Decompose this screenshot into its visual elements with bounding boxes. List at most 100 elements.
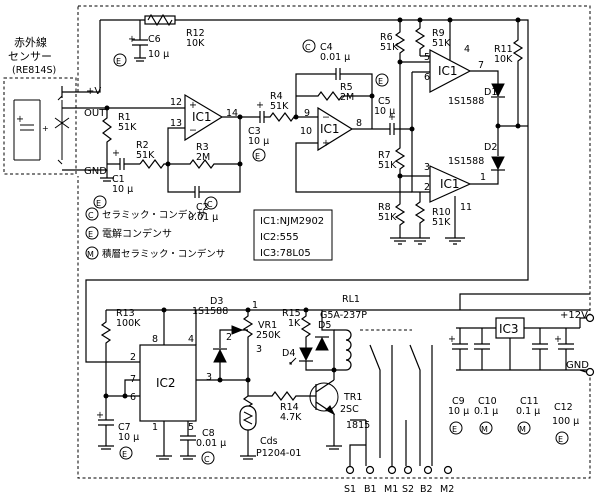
- svg-text:R13: R13: [116, 308, 135, 319]
- ic1a-opamp: [184, 93, 224, 142]
- svg-text:C7: C7: [118, 422, 131, 433]
- svg-text:9: 9: [304, 108, 310, 119]
- svg-text:1: 1: [480, 172, 486, 183]
- svg-text:0.01 μ: 0.01 μ: [320, 52, 350, 63]
- svg-text:5: 5: [188, 422, 194, 433]
- r12-ref: R12: [186, 28, 205, 39]
- svg-text:電解コンデンサ: 電解コンデンサ: [102, 227, 172, 240]
- svg-text:C10: C10: [478, 396, 497, 407]
- svg-text:5: 5: [424, 52, 430, 63]
- svg-text:+: +: [189, 100, 197, 111]
- svg-text:C8: C8: [202, 428, 215, 439]
- svg-text:E: E: [116, 57, 121, 66]
- svg-text:GND: GND: [566, 360, 589, 371]
- svg-text:E: E: [378, 77, 383, 86]
- sensor-pin-gnd: GND: [84, 166, 107, 177]
- ir-sensor: 赤外線 センサー (RE814S) + +: [3, 35, 77, 175]
- svg-text:3: 3: [206, 372, 212, 383]
- svg-text:+: +: [42, 124, 49, 133]
- svg-text:−: −: [189, 125, 197, 136]
- svg-text:4.7K: 4.7K: [280, 412, 302, 423]
- svg-text:0.1 μ: 0.1 μ: [474, 406, 498, 417]
- svg-text:51K: 51K: [432, 217, 451, 228]
- svg-text:2M: 2M: [196, 152, 210, 163]
- svg-text:+: +: [112, 148, 120, 159]
- terminal-gnd: [585, 367, 595, 377]
- svg-text:R4: R4: [270, 91, 283, 102]
- svg-text:51K: 51K: [380, 42, 399, 53]
- svg-text:C9: C9: [452, 396, 465, 407]
- svg-text:8: 8: [152, 334, 158, 345]
- svg-text:0.01 μ: 0.01 μ: [188, 212, 218, 223]
- svg-text:10 μ: 10 μ: [248, 136, 269, 147]
- svg-text:100K: 100K: [116, 318, 141, 329]
- svg-text:R6: R6: [380, 32, 393, 43]
- svg-text:C5: C5: [378, 96, 391, 107]
- svg-text:+: +: [128, 34, 136, 45]
- svg-text:C11: C11: [520, 396, 539, 407]
- svg-text:+: +: [256, 100, 264, 111]
- svg-text:250K: 250K: [256, 330, 281, 341]
- sensor-part: (RE814S): [12, 65, 56, 76]
- svg-text:12: 12: [170, 97, 182, 108]
- svg-text:IC1: IC1: [438, 64, 458, 78]
- svg-text:8: 8: [356, 118, 362, 129]
- svg-text:51K: 51K: [378, 212, 397, 223]
- svg-text:0.01 μ: 0.01 μ: [196, 438, 226, 449]
- svg-text:R11: R11: [494, 44, 513, 55]
- svg-text:VR1: VR1: [258, 320, 277, 331]
- svg-text:11: 11: [460, 202, 472, 213]
- svg-text:D2: D2: [484, 142, 497, 153]
- ic1a-label: IC1: [192, 110, 212, 124]
- svg-text:51K: 51K: [378, 160, 397, 171]
- svg-text:13: 13: [170, 118, 182, 129]
- svg-text:3: 3: [256, 344, 262, 355]
- svg-text:セラミック・コンデンサ: セラミック・コンデンサ: [102, 209, 206, 221]
- svg-text:R15: R15: [282, 308, 301, 319]
- svg-text:51K: 51K: [270, 101, 289, 112]
- svg-text:D3: D3: [210, 296, 223, 307]
- svg-text:D1: D1: [484, 87, 497, 98]
- c6-ref: C6: [148, 34, 161, 45]
- svg-text:B1: B1: [364, 484, 377, 495]
- svg-text:C: C: [204, 455, 210, 464]
- svg-text:2: 2: [130, 352, 136, 363]
- svg-text:C2: C2: [196, 202, 209, 213]
- capacitor-legend: C セラミック・コンデンサ E 電解コンデンサ M 積層セラミック・コンデンサ: [85, 207, 225, 260]
- svg-text:IC3:78L05: IC3:78L05: [260, 248, 311, 259]
- svg-text:2: 2: [424, 182, 430, 193]
- svg-text:D5: D5: [318, 320, 331, 331]
- svg-text:R10: R10: [432, 207, 451, 218]
- board-outline: [77, 5, 591, 479]
- svg-text:1: 1: [152, 422, 158, 433]
- svg-text:IC2: IC2: [156, 376, 176, 390]
- svg-text:S2: S2: [402, 484, 414, 495]
- svg-text:100 μ: 100 μ: [552, 416, 579, 427]
- svg-text:10 μ: 10 μ: [374, 106, 395, 117]
- svg-text:4: 4: [464, 44, 470, 55]
- svg-text:M: M: [519, 425, 526, 434]
- c6-val: 10 μ: [148, 49, 169, 60]
- svg-text:+: +: [554, 334, 562, 345]
- svg-text:2: 2: [226, 332, 232, 343]
- svg-text:M: M: [87, 250, 94, 259]
- svg-text:10 μ: 10 μ: [448, 406, 469, 417]
- svg-text:積層セラミック・コンデンサ: 積層セラミック・コンデンサ: [102, 248, 225, 260]
- svg-text:2M: 2M: [340, 92, 354, 103]
- svg-text:C4: C4: [320, 42, 333, 53]
- svg-text:C: C: [305, 43, 311, 52]
- svg-text:C3: C3: [248, 126, 261, 137]
- svg-text:IC2:555: IC2:555: [260, 232, 299, 243]
- svg-text:C1: C1: [112, 174, 125, 185]
- svg-text:RL1: RL1: [342, 294, 360, 305]
- relay-terminals: S1 B1 M1 S2 B2 M2: [344, 465, 454, 495]
- svg-text:+: +: [96, 410, 104, 421]
- ic1c-opamp: [429, 49, 472, 93]
- svg-text:3: 3: [424, 162, 430, 173]
- ic-list-box: IC1:NJM2902 IC2:555 IC3:78L05: [253, 209, 333, 261]
- svg-text:6: 6: [424, 72, 430, 83]
- svg-text:Cds: Cds: [260, 436, 278, 447]
- svg-text:IC1: IC1: [320, 122, 340, 136]
- svg-text:1S1588: 1S1588: [192, 306, 228, 317]
